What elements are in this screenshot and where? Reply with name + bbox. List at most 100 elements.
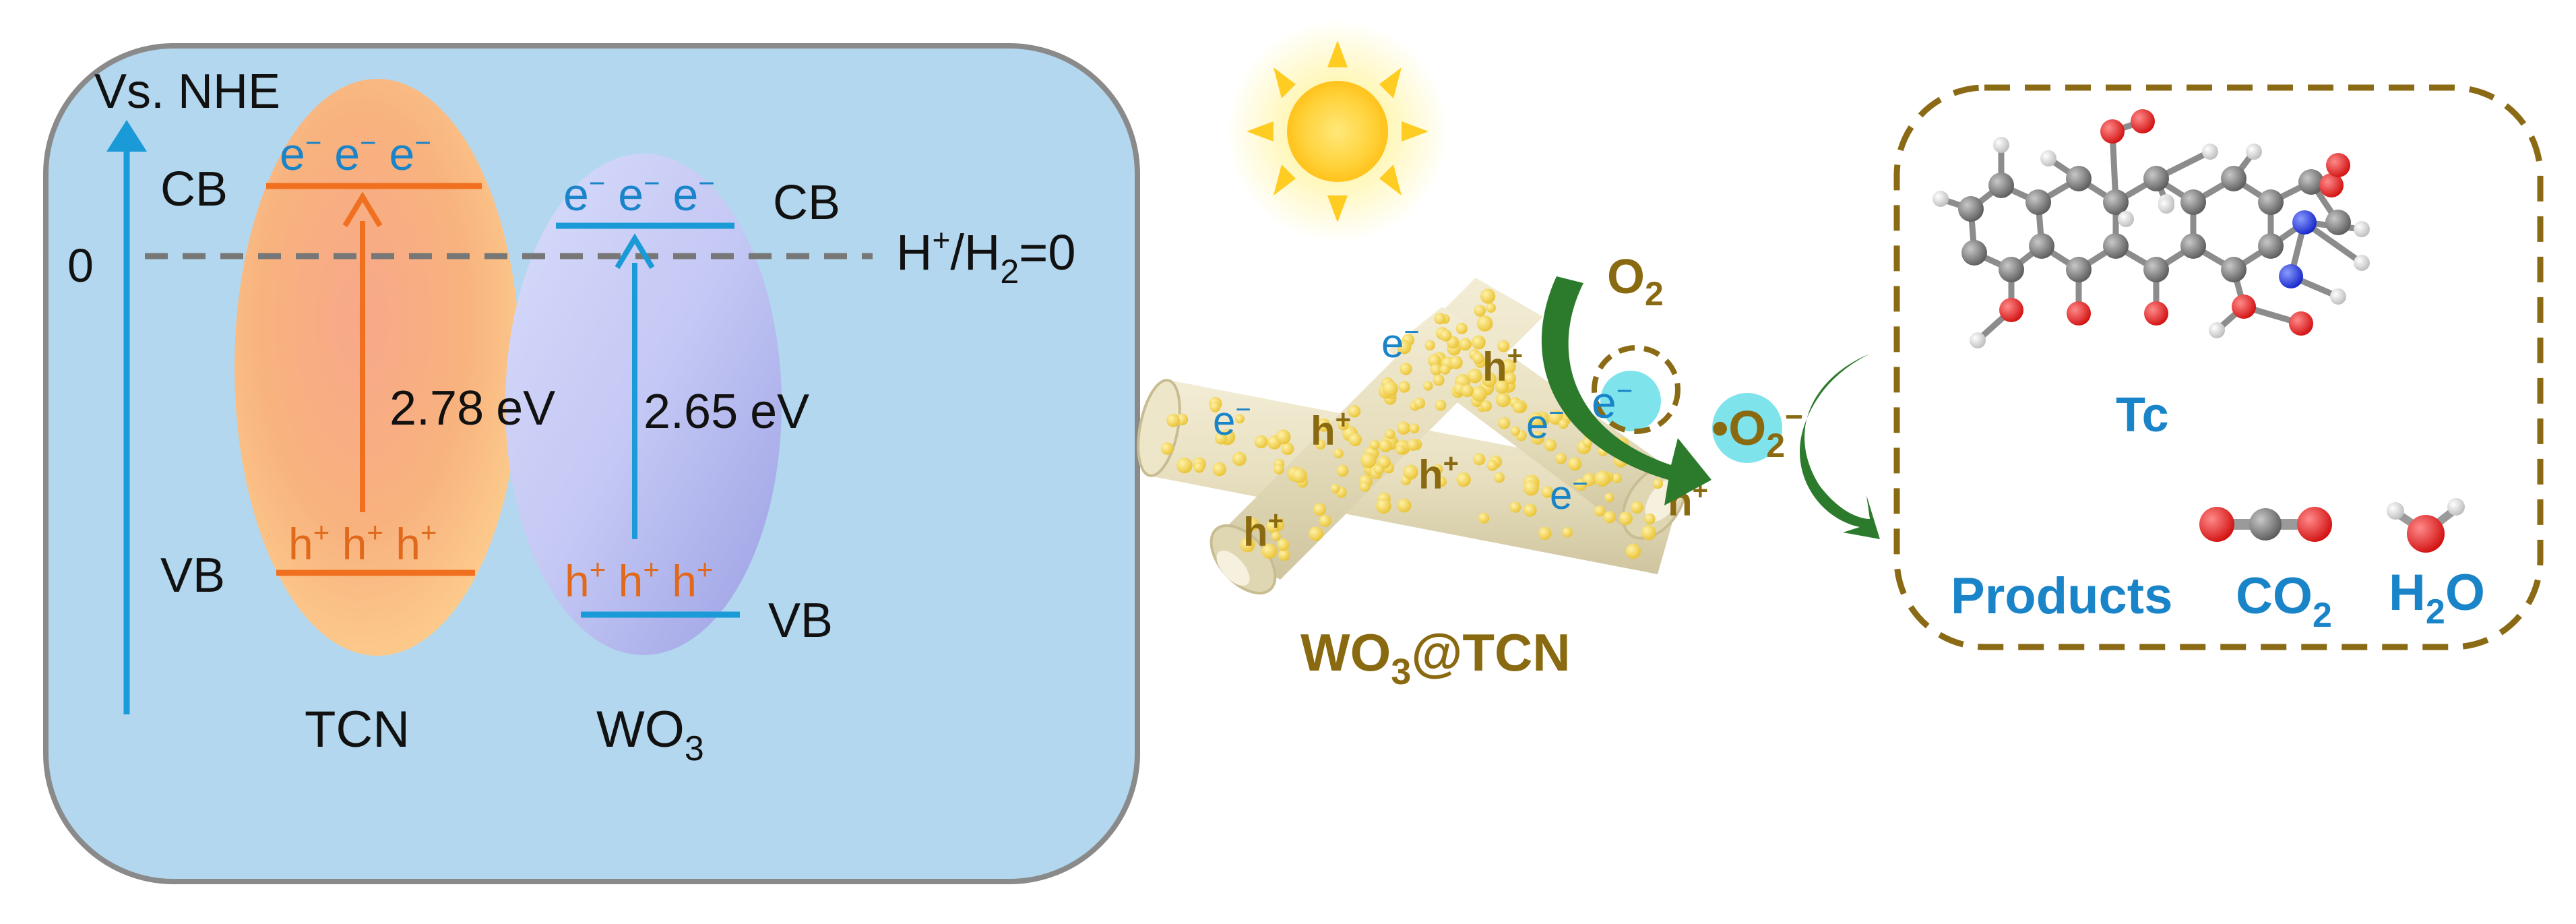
wo3-particle [1504, 372, 1517, 385]
superoxide-site [1712, 393, 1782, 463]
molecule-atom [1961, 240, 1987, 266]
wo3-particle [1409, 423, 1420, 434]
wo3-particle [1261, 543, 1278, 559]
wo3-particle [1495, 379, 1509, 394]
wo3-particle [1254, 435, 1268, 449]
co2-label: CO2 [2236, 567, 2332, 635]
wo3-particle [1271, 531, 1281, 541]
molecule-atom [2180, 189, 2206, 215]
wo3-particle [1641, 525, 1656, 541]
wo3-particle [1439, 364, 1451, 375]
wo3-particle [1166, 413, 1180, 427]
trapped-electron-site [1600, 371, 1661, 431]
wo3-particle [1398, 381, 1410, 393]
wo3-particle [1439, 329, 1452, 342]
wo3-particle [1494, 472, 1505, 483]
wo3-particle [1369, 439, 1380, 450]
wo3-particle [1315, 439, 1326, 450]
wo3-particle [1583, 437, 1593, 448]
wo3-particle [1486, 460, 1498, 471]
superoxide-radical: •O2− [1711, 399, 1803, 464]
wo3-particle [1594, 470, 1611, 487]
molecule-atom [2103, 233, 2129, 259]
wo3-particle [1567, 457, 1582, 471]
molecule-atom [2298, 169, 2324, 195]
molecule-atom [2325, 210, 2351, 235]
wo3-particle [1276, 429, 1291, 445]
wo3-particle [1210, 401, 1221, 412]
h2o-molecule [2387, 498, 2465, 553]
h2o-label: H2O [2389, 564, 2485, 632]
molecule-atom [2131, 109, 2155, 133]
composite-label: WO3@TCN [1300, 623, 1571, 692]
wo3-particle [1430, 363, 1442, 376]
wo3-particle [1513, 401, 1525, 414]
wo3-particle [1486, 303, 1496, 313]
wo3-particle [1476, 315, 1493, 332]
molecule-atom [2330, 288, 2346, 305]
molecule-atom [1933, 191, 1949, 207]
axis-label: Vs. NHE [94, 65, 280, 119]
composite-tubes [1137, 278, 1687, 595]
molecule-atom [2209, 322, 2225, 338]
wo3-particle [1509, 501, 1521, 513]
wo3-particle [1582, 472, 1596, 487]
wo3-particle [1176, 457, 1193, 474]
wo3-particle [1424, 340, 1435, 350]
wo3-particle [1594, 505, 1606, 517]
wo3-particle [1397, 498, 1412, 513]
wo3-particle [1631, 501, 1643, 514]
wo3-particle [1336, 464, 1349, 477]
trapped-electron-ring [1592, 345, 1680, 434]
molecule-atom [2202, 144, 2218, 160]
wo3-particle [1523, 480, 1539, 496]
electron-label: e− [1381, 317, 1420, 366]
wo3-cb-label: CB [773, 176, 840, 230]
wo3-particle [1562, 527, 1573, 538]
wo3-particle [1317, 418, 1331, 432]
wo3-particle [1292, 468, 1307, 483]
wo3-particle [1480, 400, 1492, 412]
wo3-particle [1397, 421, 1410, 435]
molecule-atom [2067, 301, 2091, 326]
wo3-excitation-arrowhead [615, 233, 655, 270]
wo3-particle [1379, 439, 1392, 453]
molecule-atom [1988, 173, 2014, 198]
wo3-particle [1403, 464, 1418, 480]
wo3-nanoparticles [1160, 288, 1663, 561]
molecule-atom [2221, 166, 2247, 191]
wo3-particle [1611, 473, 1622, 484]
wo3-particle [1482, 372, 1497, 388]
molecule-atom [2289, 311, 2313, 336]
tcn-cb-label: CB [160, 162, 228, 216]
wo3-particle [1348, 433, 1362, 447]
molecule-atom [2326, 153, 2350, 177]
wo3-particle [1407, 439, 1420, 451]
molecule-atom [2221, 257, 2247, 282]
tcn-ellipse [234, 79, 520, 656]
co2-molecule [2199, 507, 2332, 542]
zero-label: 0 [67, 239, 94, 292]
tetracycline-molecule [1933, 109, 2370, 348]
wo3-particle [1266, 520, 1280, 533]
wo3-particle [1373, 464, 1385, 475]
molecule-atom [2292, 210, 2317, 235]
molecule-atom [1958, 196, 1984, 222]
wo3-particle [1277, 538, 1290, 551]
wo3-particle [1455, 322, 1468, 334]
wo3-particle [1434, 313, 1446, 325]
molecule-name: Tc [2116, 388, 2169, 442]
molecule-atom [2258, 233, 2284, 259]
hole-label: h+ [1311, 405, 1351, 454]
wo3-particle [1538, 526, 1552, 540]
potential-axis-arrowhead [106, 120, 147, 152]
wo3-particle [1414, 397, 1426, 409]
wo3-particle [1459, 338, 1472, 351]
molecule-atom [2354, 255, 2370, 271]
electron-label: e− [1550, 469, 1588, 518]
wo3-particle [1472, 352, 1484, 365]
wo3-particle [1397, 340, 1412, 355]
oxygen-reduction: O2 e− •O2− [1541, 250, 1880, 539]
